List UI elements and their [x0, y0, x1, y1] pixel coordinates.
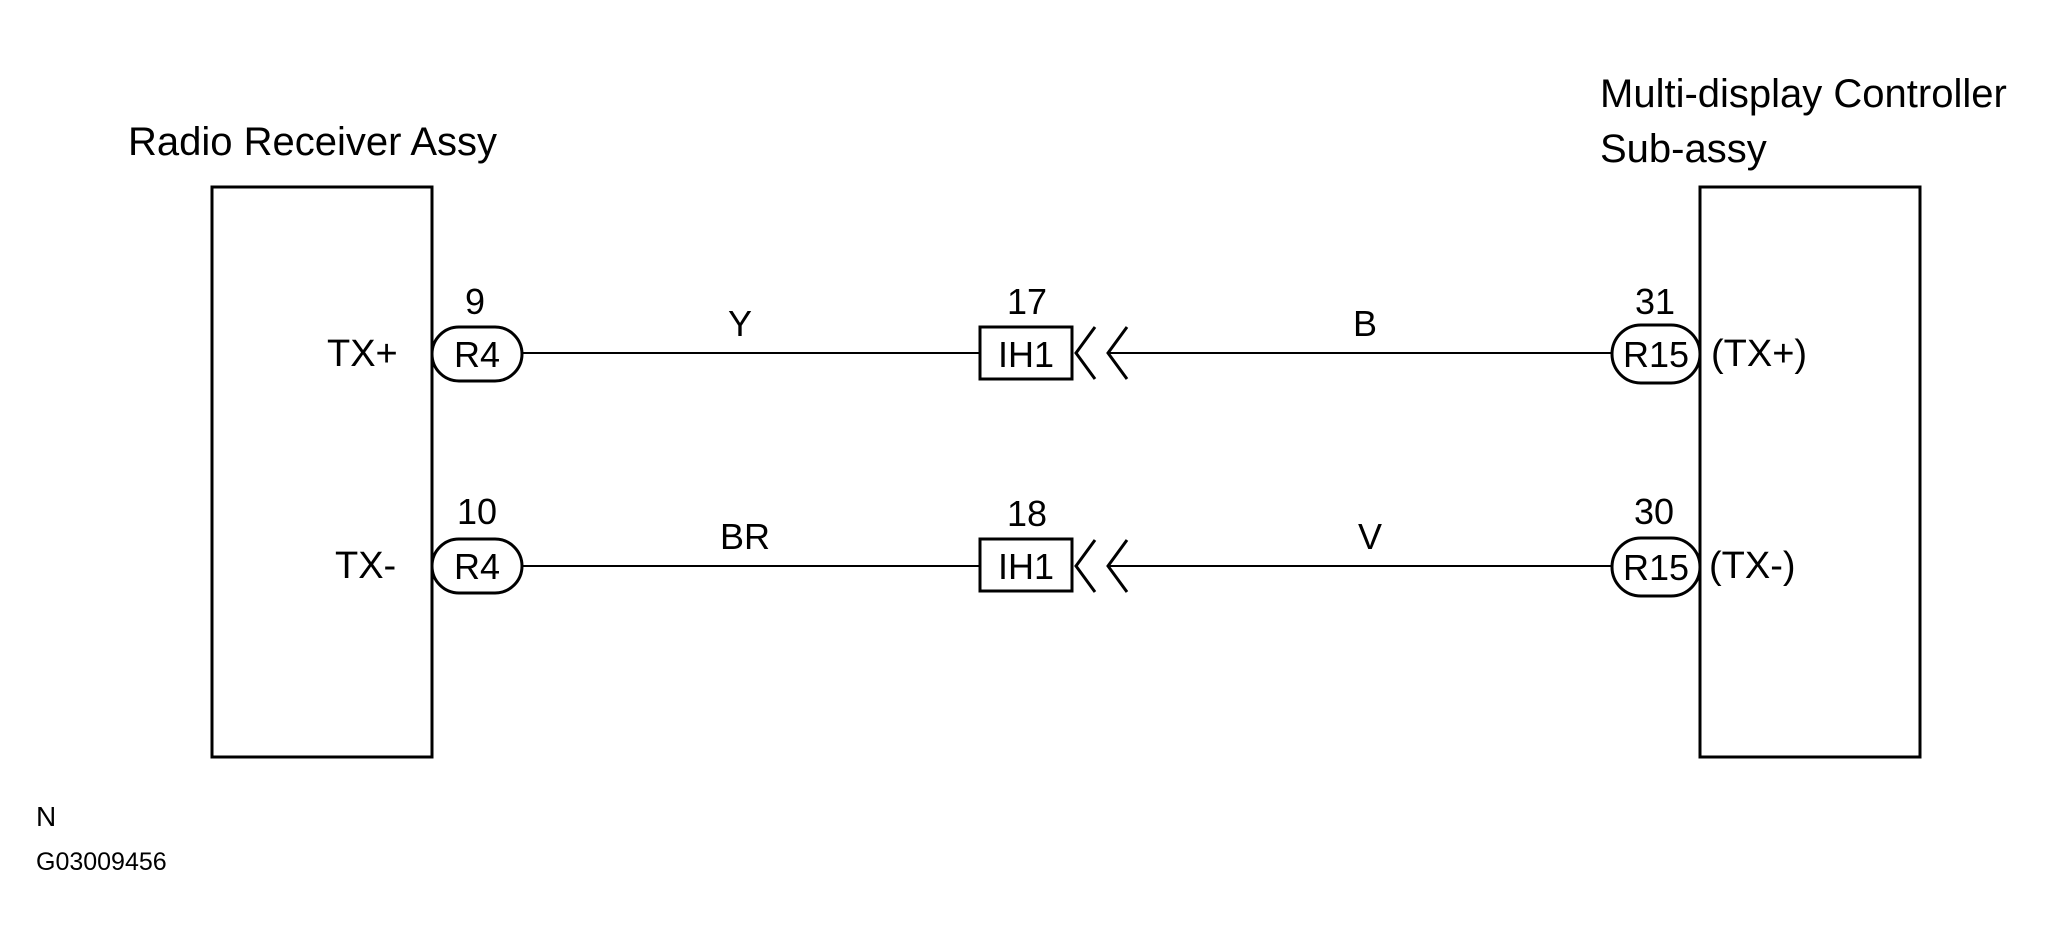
right-pin-number: 31 [1635, 281, 1675, 322]
right-signal-label: (TX-) [1709, 545, 1796, 587]
right-connector-r15 [1610, 536, 1702, 598]
junction-connector-ih1 [978, 537, 1074, 593]
connector-arrow-icon [1074, 539, 1129, 593]
junction-pin-number: 18 [1007, 493, 1047, 534]
radio-receiver-box [210, 185, 434, 759]
circuit-row-tx-plus: TX+ 9 R4 Y 17 IH1 B 31 R15 (TX+) [327, 281, 1807, 385]
right-component-title-line2: Sub-assy [1600, 127, 1767, 171]
right-component-title-line1: Multi-display Controller [1600, 72, 2007, 116]
right-signal-label: (TX+) [1711, 333, 1807, 375]
right-pin-number: 30 [1634, 491, 1674, 532]
left-signal-label: TX+ [327, 333, 398, 375]
connector-arrow-icon [1074, 326, 1129, 380]
right-wire-color: V [1358, 516, 1382, 557]
right-connector-label: R15 [1623, 334, 1689, 375]
left-pin-number: 10 [457, 491, 497, 532]
left-wire-color: Y [728, 303, 752, 344]
left-connector-label: R4 [454, 334, 500, 375]
left-pin-number: 9 [465, 281, 485, 322]
circuit-row-tx-minus: TX- 10 R4 BR 18 IH1 V 30 R15 (TX-) [335, 491, 1796, 598]
junction-connector-label: IH1 [998, 546, 1054, 587]
junction-connector-label: IH1 [998, 334, 1054, 375]
left-connector-label: R4 [454, 546, 500, 587]
left-signal-label: TX- [335, 545, 396, 587]
right-wire-color: B [1353, 303, 1377, 344]
right-connector-r15 [1610, 323, 1702, 385]
junction-connector-ih1 [978, 325, 1074, 381]
figure-code: G03009456 [36, 848, 167, 876]
junction-pin-number: 17 [1007, 281, 1047, 322]
footer-note: N [36, 801, 56, 832]
left-wire-color: BR [720, 516, 770, 557]
left-component-title: Radio Receiver Assy [128, 120, 497, 164]
right-connector-label: R15 [1623, 547, 1689, 588]
multi-display-controller-box [1698, 185, 1922, 759]
